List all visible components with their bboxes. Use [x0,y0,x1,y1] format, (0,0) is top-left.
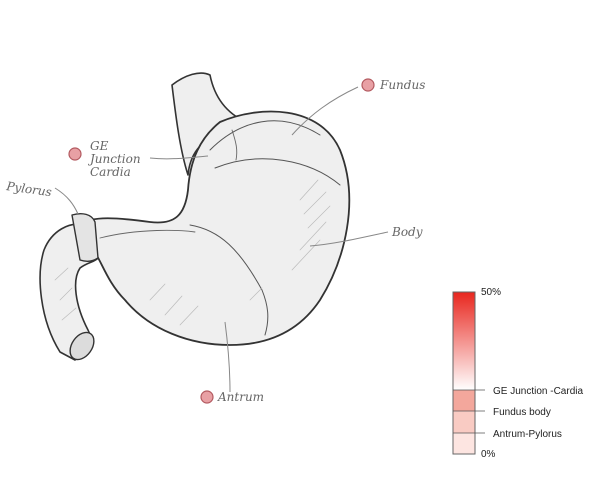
scale-min-label: 0% [481,449,496,460]
scale-band-label-fundus: Fundus body [493,407,551,418]
scale-max-label: 50% [481,287,501,298]
ge-junction-marker [68,147,82,161]
duodenum-opening [69,331,95,361]
scale-band-antrum-pylorus [453,433,475,454]
pylorus-leader [54,187,79,215]
scale-frame [452,291,476,455]
ge-junction-label-line1: GE [90,139,109,153]
scale-gradient-bar [453,292,475,390]
scale-band-fundus-body [453,411,475,433]
fundus-label: Fundus [379,78,425,92]
ge-junction-label-line3: Cardia [90,165,131,179]
body-label: Body [391,225,423,239]
ge-junction-label-line2: Junction [87,152,141,166]
antrum-marker [200,390,214,404]
fundus-marker [361,78,375,92]
percentage-scale: 50% GE Junction -Cardia Fundus body Antr… [452,287,583,460]
scale-band-ge-junction [453,390,475,411]
leader-lines [54,86,389,393]
pylorus-ring [71,213,99,263]
scale-band-label-antrum: Antrum-Pylorus [493,429,562,440]
scale-band-label-ge: GE Junction -Cardia [493,386,583,397]
stomach-body [81,110,351,346]
antrum-label: Antrum [217,390,264,404]
body-leader [309,231,389,247]
fundus-leader [291,86,359,136]
antrum-leader [224,321,231,393]
stomach-illustration [39,72,351,361]
pylorus-label: Pylorus [5,179,53,199]
ge-leader [149,155,209,160]
